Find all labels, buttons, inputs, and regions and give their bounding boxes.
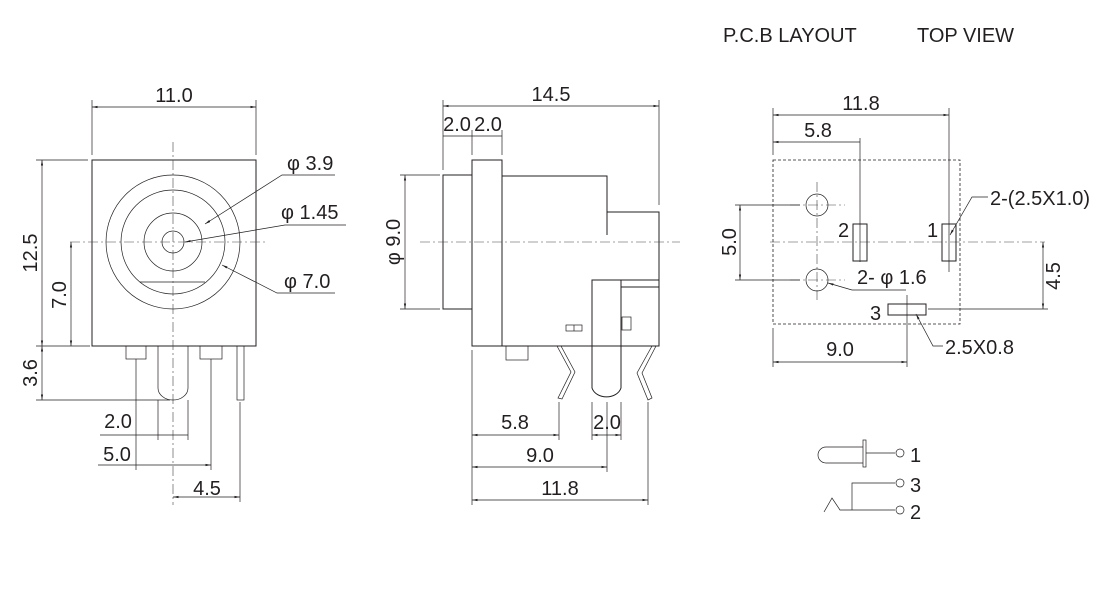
pcb-layout: 11.8 5.8 5.0 4.5 9.0 2 1 3 2-(2.5X1.0) 2… [719,93,1090,367]
dim-pin2: 9.0 [526,445,554,467]
dim-pad3-h: 9.0 [826,339,854,361]
dim-pin3: 11.8 [541,478,578,500]
dim-pin-width: 2.0 [104,411,132,433]
dim-hole-spacing: 5.0 [719,228,741,256]
pad-label-2: 2 [838,220,849,242]
dim-pad3-v: 4.5 [1043,262,1065,290]
dia-inner-label: φ 3.9 [287,153,333,175]
hole-size: 2- φ 1.6 [857,267,927,289]
dia-outer-label: φ 7.0 [284,271,330,293]
dim-flange: 2.0 [474,114,502,136]
front-body [91,159,257,347]
side-view: 14.5 2.0 2.0 φ 9.0 5.8 2.0 9.0 11.8 [383,84,680,505]
dim-pin-width-side: 2.0 [593,412,621,434]
pcb-layout-title: P.C.B LAYOUT [723,25,857,47]
dim-width: 11.0 [155,85,192,107]
dim-pcb-width: 11.8 [842,93,879,115]
dia-pin-label: φ 1.45 [281,202,338,224]
front-view: 11.0 12.5 7.0 3.6 2.0 5.0 4.5 φ 3.9 φ 1.… [20,85,346,505]
dim-pin-spacing: 5.0 [103,444,131,466]
dim-center-height: 7.0 [49,281,71,309]
dim-cap: 2.0 [443,114,471,136]
dim-side-pin: 4.5 [193,478,221,500]
dim-length: 14.5 [532,84,571,106]
dim-pin-length: 3.6 [20,359,42,387]
schematic-pin-2: 2 [910,502,921,524]
schematic-pin-3: 3 [910,475,921,497]
pad-size-12: 2-(2.5X1.0) [990,188,1090,210]
top-view-title: TOP VIEW [917,25,1014,47]
pad-label-1: 1 [927,220,938,242]
dim-height: 12.5 [20,234,42,273]
schematic-pin-1: 1 [910,445,921,467]
pad-size-3: 2.5X0.8 [945,337,1014,359]
dim-pin1: 5.8 [501,412,529,434]
schematic: 1 3 2 [817,439,921,524]
pad-label-3: 3 [870,303,881,325]
dim-diameter: φ 9.0 [383,219,405,265]
dim-pad2-offset: 5.8 [804,120,832,142]
